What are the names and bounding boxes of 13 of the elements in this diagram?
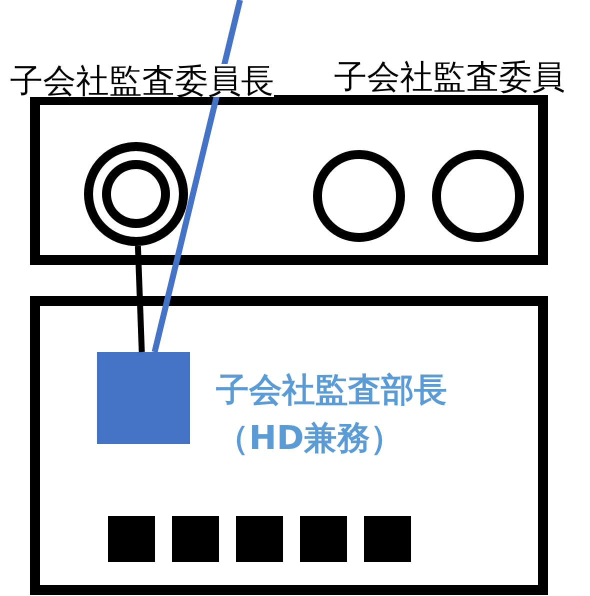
frame-box	[30, 296, 548, 595]
filled-square	[108, 516, 155, 562]
filled-square	[97, 352, 190, 444]
connector-line	[134, 246, 145, 352]
role-label: 子会社監査委員長	[10, 64, 274, 97]
filled-square	[364, 516, 411, 562]
filled-square	[300, 516, 347, 562]
filled-square	[236, 516, 283, 562]
filled-square	[172, 516, 219, 562]
frame-box	[30, 95, 548, 265]
role-caption: 子会社監査部長（HD兼務）	[216, 369, 448, 459]
connector-line	[152, 0, 243, 353]
role-label: 子会社監査委員	[334, 60, 565, 93]
